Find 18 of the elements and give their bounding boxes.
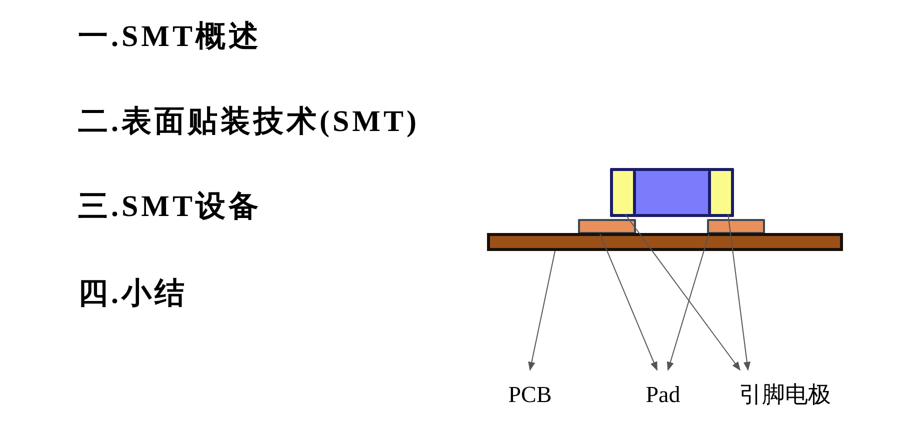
leader-line: [624, 214, 741, 371]
pcb-board: [487, 233, 843, 251]
solder-pad: [578, 219, 636, 234]
leader-line: [666, 234, 710, 371]
part-label: Pad: [636, 372, 690, 406]
end-electrode: [708, 171, 731, 214]
outline-heading: 一.SMT概述: [78, 22, 262, 52]
end-electrode: [613, 171, 636, 214]
leader-line: [528, 250, 556, 371]
part-label: PCB: [500, 372, 560, 406]
part-label: 引脚电极: [726, 372, 844, 406]
outline-heading: 四.小结: [78, 279, 188, 309]
component-body: [610, 168, 734, 217]
solder-pad: [707, 219, 765, 234]
outline-heading: 二.表面贴装技术(SMT): [78, 107, 420, 137]
leader-line: [600, 234, 658, 371]
leader-line: [728, 214, 751, 371]
outline-heading: 三.SMT设备: [78, 192, 262, 222]
